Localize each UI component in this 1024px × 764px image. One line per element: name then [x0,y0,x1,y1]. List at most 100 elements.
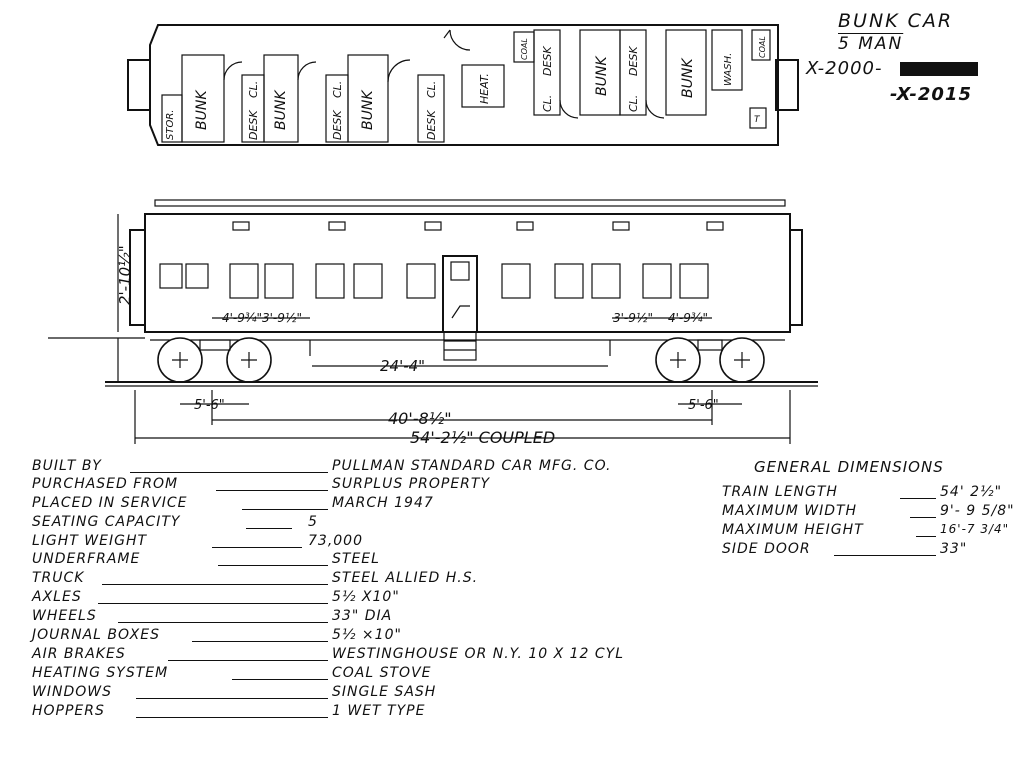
room-label: CL. [247,81,260,98]
title-line-2: 5 MAN [838,34,904,54]
spec-value: STEEL ALLIED H.S. [332,570,479,586]
room-label: CL. [541,95,554,112]
side-elevation: 2'-10½" 4'-9¾" 3'-9½" 3'-9½" 4'-9¾" 24'-… [48,199,818,447]
wheelbase-left-label: 5'-6" [194,398,225,413]
spec-value: 5½ X10" [332,589,400,605]
title-line-3: X-2000- [806,58,883,79]
spec-key: HOPPERS [32,703,105,719]
spec-key: BUILT BY [32,458,102,474]
spec-row: HEATING SYSTEM COAL STOVE [32,665,732,683]
dimension-row: MAXIMUM WIDTH 9'- 9 5/8" [722,503,1015,521]
room-label: BUNK [680,57,696,98]
spec-key: SEATING CAPACITY [32,514,181,530]
spec-key: JOURNAL BOXES [32,627,160,643]
room-label: HEAT. [478,73,491,104]
dim-label: 3'-9½" [262,311,302,325]
dim-label: 4'-9¾" [222,311,262,325]
room-label: T [754,115,761,125]
spec-key: WINDOWS [32,684,112,700]
room-label: DESK [627,46,640,76]
dimension-row: TRAIN LENGTH 54' 2½" [722,484,1012,502]
room-label: DESK [247,110,260,140]
spec-value: 73,000 [308,533,363,549]
spec-key: LIGHT WEIGHT [32,533,148,549]
room-label: BUNK [594,55,610,96]
dimension-row: SIDE DOOR 33" [722,541,1012,559]
spec-key: PURCHASED FROM [32,476,179,492]
room-label: BUNK [194,89,210,130]
dim-label: 4'-9¾" [668,311,708,325]
dimension-value: 54' 2½" [940,484,1003,500]
room-label: COAL [758,36,767,58]
room-label: CL. [331,81,344,98]
spec-value: COAL STOVE [332,665,432,681]
spec-row: PLACED IN SERVICE MARCH 1947 [32,495,732,513]
spec-key: AXLES [32,589,82,605]
spec-row: JOURNAL BOXES 5½ ×10" [32,627,732,645]
spec-row: LIGHT WEIGHT 73,000 [32,533,732,551]
wheelbase-right-label: 5'-6" [688,398,719,413]
room-label: CL. [425,81,438,98]
room-label: DESK [331,110,344,140]
plan-left-buffer [127,59,151,111]
dim-label: 3'-9½" [613,311,653,325]
title-line-1: BUNK CAR [838,10,954,32]
spec-row: AIR BRAKES WESTINGHOUSE OR N.Y. 10 X 12 … [32,646,732,664]
inner-length-label: 40'-8½" [388,409,452,428]
dimension-key: TRAIN LENGTH [722,484,838,500]
spec-row: AXLES 5½ X10" [32,589,732,607]
spec-row: BUILT BY PULLMAN STANDARD CAR MFG. CO. [32,458,732,476]
redaction-bar [900,62,978,76]
dimension-value: 33" [940,541,968,557]
room-label: DESK [541,46,554,76]
spec-row: UNDERFRAME STEEL [32,551,732,569]
plan-outline [149,24,779,146]
room-label: BUNK [360,89,376,130]
spec-value: MARCH 1947 [332,495,434,511]
room-label: DESK [425,110,438,140]
spec-value: SINGLE SASH [332,684,437,700]
spec-row: PURCHASED FROM SURPLUS PROPERTY [32,476,732,494]
dimension-key: MAXIMUM WIDTH [722,503,858,519]
spec-row: WHEELS 33" DIA [32,608,732,626]
spec-key: AIR BRAKES [32,646,126,662]
plan-right-buffer [775,59,799,111]
dimensions-heading: GENERAL DIMENSIONS [754,458,944,476]
title-block: BUNK CAR 5 MAN X-2000- -X-2015 [806,8,1010,108]
spec-key: HEATING SYSTEM [32,665,169,681]
spec-row: WINDOWS SINGLE SASH [32,684,732,702]
car-drawing: STOR. BUNK DESK CL. BUNK DESK CL. BUNK D… [48,24,818,447]
dimension-key: SIDE DOOR [722,541,811,557]
room-label: COAL [520,38,529,60]
spec-value: SURPLUS PROPERTY [332,476,490,492]
title-line-4: -X-2015 [890,84,972,105]
spec-row: HOPPERS 1 WET TYPE [32,703,732,721]
room-label: WASH. [723,53,734,86]
dimension-key: MAXIMUM HEIGHT [722,522,864,538]
truck-centers-label: 24'-4" [380,357,425,375]
spec-value: 33" DIA [332,608,393,624]
spec-key: PLACED IN SERVICE [32,495,188,511]
spec-value: STEEL [332,551,380,567]
floor-plan: STOR. BUNK DESK CL. BUNK DESK CL. BUNK D… [127,24,799,146]
spec-key: WHEELS [32,608,97,624]
spec-value: 5 [308,514,318,530]
spec-value: PULLMAN STANDARD CAR MFG. CO. [332,458,612,474]
height-dimension: 2'-10½" [116,245,134,305]
spec-row: TRUCK STEEL ALLIED H.S. [32,570,732,588]
spec-row: SEATING CAPACITY 5 [32,514,732,532]
dimension-value: 9'- 9 5/8" [940,503,1015,519]
room-label: CL. [627,95,640,112]
room-label: BUNK [273,89,289,130]
spec-value: WESTINGHOUSE OR N.Y. 10 X 12 CYL [332,646,625,662]
dimension-value: 16'-7 3/4" [940,522,1010,536]
dimension-row: MAXIMUM HEIGHT 16'-7 3/4" [722,522,1012,540]
spec-key: UNDERFRAME [32,551,141,567]
coupled-length-label: 54'-2½" COUPLED [410,428,555,447]
spec-value: 5½ ×10" [332,627,402,643]
room-label: STOR. [165,110,176,140]
spec-value: 1 WET TYPE [332,703,426,719]
spec-key: TRUCK [32,570,85,586]
side-door [442,255,478,333]
